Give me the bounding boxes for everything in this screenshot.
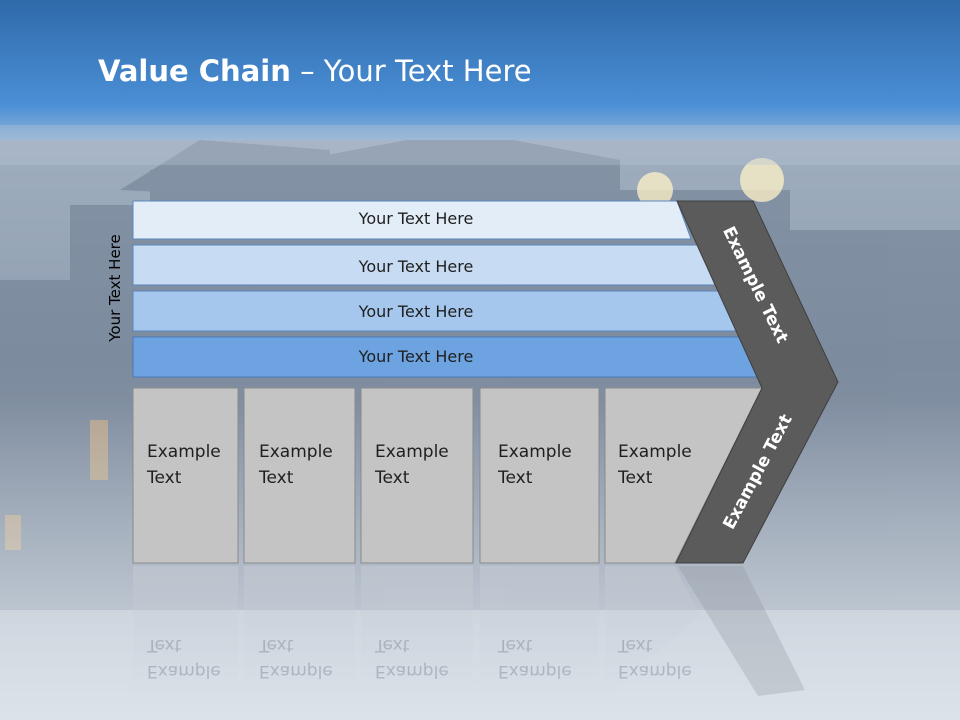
boxes-reflection [133, 566, 805, 696]
slide-title: Value Chain – Your Text Here [98, 54, 532, 88]
support-row-1-label: Your Text Here [358, 209, 474, 228]
title-bold: Value Chain [98, 54, 291, 88]
primary-box-5[interactable] [604, 387, 763, 564]
support-row-4-label: Your Text Here [358, 347, 474, 366]
primary-box-2[interactable] [243, 387, 356, 564]
support-row-1[interactable] [132, 200, 692, 240]
primary-box-1[interactable] [132, 387, 239, 564]
primary-box-3[interactable] [360, 387, 474, 564]
support-row-2-label: Your Text Here [358, 257, 474, 276]
title-rest: – Your Text Here [290, 54, 532, 88]
support-row-3-label: Your Text Here [358, 302, 474, 321]
margin-chevron[interactable] [675, 200, 839, 564]
primary-box-4[interactable] [479, 387, 600, 564]
